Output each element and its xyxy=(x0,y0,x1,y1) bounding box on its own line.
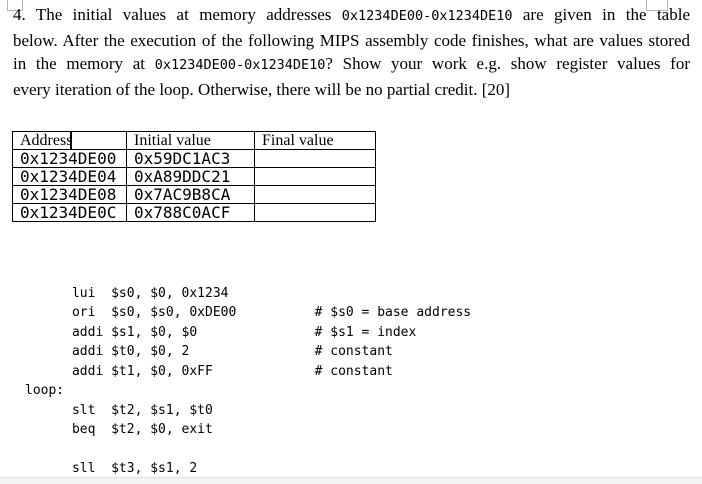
initial-value-cell[interactable]: 0x59DC1AC3 xyxy=(126,149,255,168)
initial-value-cell[interactable]: 0x7AC9B8CA xyxy=(126,185,255,204)
table-header-address[interactable]: Address xyxy=(12,131,127,150)
text-boundary-corner-mark-left xyxy=(7,0,23,11)
problem-text-segment: below. After the execution of the follow… xyxy=(13,30,690,50)
initial-value-cell[interactable]: 0xA89DDC21 xyxy=(126,167,255,186)
text-boundary-corner-mark-right xyxy=(646,0,668,11)
address-cell[interactable]: 0x1234DE00 xyxy=(12,149,127,168)
initial-value-cell[interactable]: 0x788C0ACF xyxy=(126,203,255,222)
address-range-text: 0x1234DE00-0x1234DE10 xyxy=(341,8,513,24)
memory-values-table: Address Initial value Final value 0x1234… xyxy=(12,131,376,222)
table-row: 0x1234DE04 0xA89DDC21 xyxy=(12,167,376,186)
final-value-cell[interactable] xyxy=(254,203,376,222)
page-bottom-edge xyxy=(0,477,702,484)
table-header-final-value[interactable]: Final value xyxy=(254,131,376,150)
problem-text-line: every iteration of the loop. Otherwise, … xyxy=(13,78,690,102)
problem-text-line: 4. The initial values at memory addresse… xyxy=(13,3,690,29)
problem-statement[interactable]: 4. The initial values at memory addresse… xyxy=(13,3,690,101)
address-cell[interactable]: 0x1234DE0C xyxy=(12,203,127,222)
problem-text-segment: ? Show your work e.g. show register valu… xyxy=(325,54,690,74)
text-cursor xyxy=(70,132,72,149)
problem-text-segment: 4. The initial values at memory addresse… xyxy=(13,5,342,24)
problem-text-line: below. After the execution of the follow… xyxy=(13,29,690,53)
problem-text-segment: in the memory at xyxy=(13,54,155,74)
table-row: 0x1234DE0C 0x788C0ACF xyxy=(12,203,376,222)
mips-assembly-code[interactable]: lui $s0, $0, 0x1234 ori $s0, $s0, 0xDE00… xyxy=(25,286,472,477)
problem-text-segment: every iteration of the loop. Otherwise, … xyxy=(13,79,511,99)
final-value-cell[interactable] xyxy=(254,185,376,204)
address-cell[interactable]: 0x1234DE08 xyxy=(12,185,127,204)
table-row: 0x1234DE08 0x7AC9B8CA xyxy=(12,185,376,204)
problem-text-line: in the memory at 0x1234DE00-0x1234DE10? … xyxy=(13,52,690,78)
final-value-cell[interactable] xyxy=(254,149,376,168)
final-value-cell[interactable] xyxy=(254,167,376,186)
address-range-text: 0x1234DE00-0x1234DE10 xyxy=(154,57,326,74)
table-header-initial-value[interactable]: Initial value xyxy=(126,131,255,150)
problem-text-segment: are given in the table xyxy=(512,5,690,24)
table-row: 0x1234DE00 0x59DC1AC3 xyxy=(12,149,376,168)
table-header-row: Address Initial value Final value xyxy=(12,131,376,150)
address-cell[interactable]: 0x1234DE04 xyxy=(12,167,127,186)
